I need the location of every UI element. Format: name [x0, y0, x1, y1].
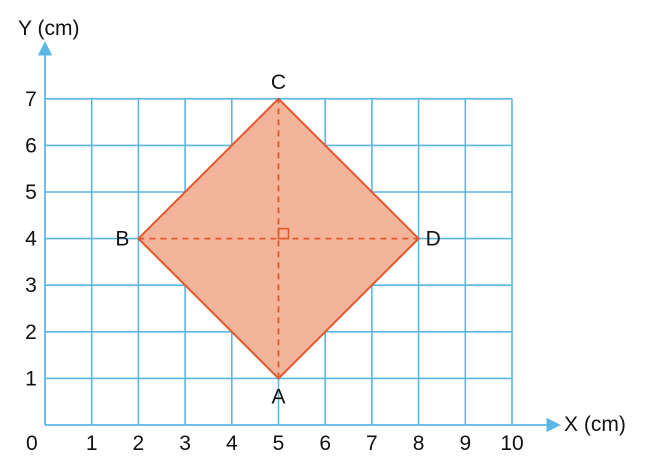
x-tick-label: 5 — [273, 432, 285, 455]
x-tick-label: 7 — [366, 432, 378, 455]
x-tick-label: 3 — [179, 432, 191, 455]
x-tick-label: 4 — [226, 432, 238, 455]
y-tick-label: 1 — [25, 367, 37, 390]
y-tick-label: 6 — [25, 134, 37, 157]
x-tick-label: 9 — [459, 432, 471, 455]
y-tick-label: 7 — [25, 88, 37, 111]
axes — [37, 41, 561, 433]
point-label-a: A — [271, 385, 285, 408]
x-tick-label: 2 — [133, 432, 145, 455]
y-tick-label: 4 — [25, 228, 37, 251]
y-tick-label: 2 — [25, 321, 37, 344]
y-tick-label: 5 — [25, 181, 37, 204]
x-axis-title: X (cm) — [564, 413, 626, 436]
y-tick-label: 3 — [25, 274, 37, 297]
square-shape-group — [136, 97, 421, 380]
x-tick-label: 10 — [500, 432, 523, 455]
origin-label: 0 — [26, 432, 38, 455]
x-tick-label: 1 — [86, 432, 98, 455]
point-label-b: B — [115, 228, 129, 251]
x-tick-label: 8 — [413, 432, 425, 455]
right-angle-marker — [277, 227, 290, 240]
point-label-d: D — [426, 228, 441, 251]
x-tick-label: 6 — [319, 432, 331, 455]
point-label-c: C — [271, 71, 286, 94]
y-axis-title: Y (cm) — [18, 17, 79, 40]
